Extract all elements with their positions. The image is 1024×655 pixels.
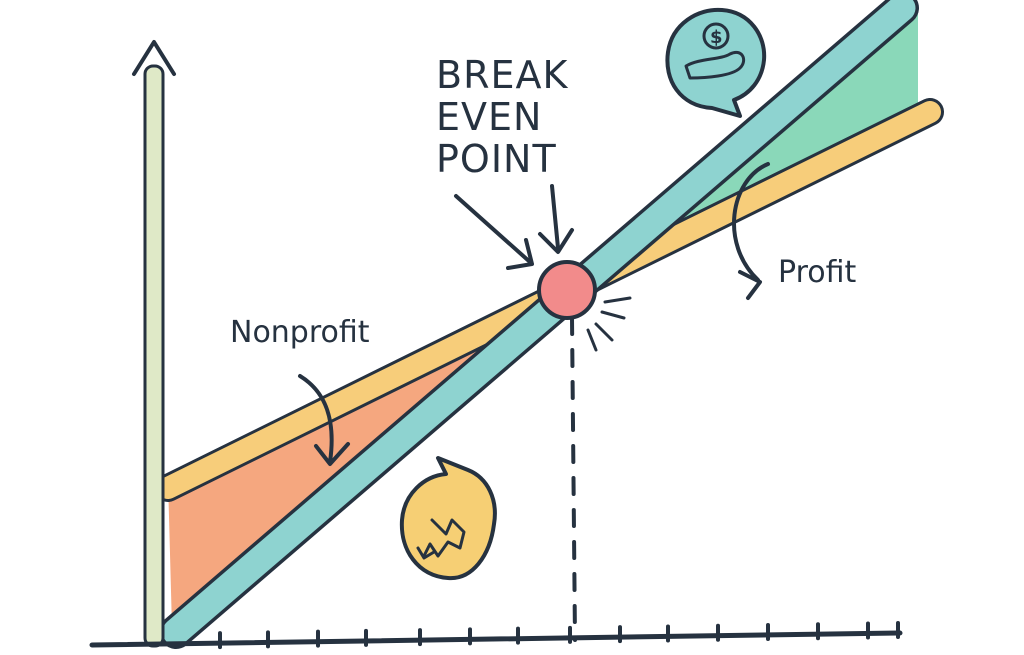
profit-label: Profit: [778, 255, 856, 290]
break-even-drop-line: [570, 316, 577, 642]
profit-arrow: [732, 162, 770, 300]
x-axis: [89, 621, 903, 650]
break-even-line-2: EVEN: [436, 95, 542, 139]
y-axis: [132, 40, 176, 648]
break-even-line-3: POINT: [436, 137, 557, 181]
falling-chart-icon: [399, 456, 497, 581]
break-even-point: [537, 260, 632, 352]
hand-coin-icon: $: [665, 7, 767, 118]
nonprofit-label: Nonprofit: [230, 315, 370, 350]
break-even-arrows: [454, 184, 574, 270]
break-even-line-1: BREAK: [436, 53, 568, 97]
revenue-line: [159, 0, 919, 649]
nonprofit-arrow: [298, 374, 350, 466]
svg-text:$: $: [710, 27, 723, 48]
break-even-label: BREAK EVEN POINT: [436, 53, 568, 181]
